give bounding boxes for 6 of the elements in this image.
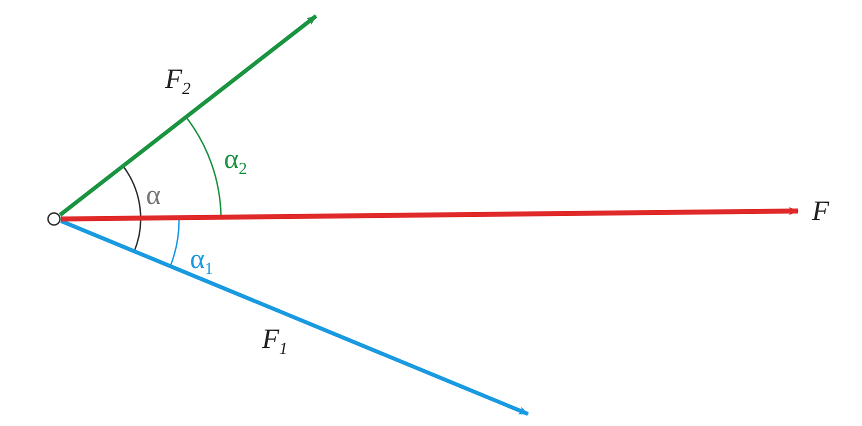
math-label: α$_{1}$ (190, 246, 214, 277)
math-label: F$_{2}$ (165, 66, 191, 97)
math-label: F$_{1}$ (262, 326, 288, 357)
math-label: α (146, 182, 161, 210)
math-label: F (812, 198, 830, 226)
math-label: α$_{2}$ (224, 146, 248, 177)
